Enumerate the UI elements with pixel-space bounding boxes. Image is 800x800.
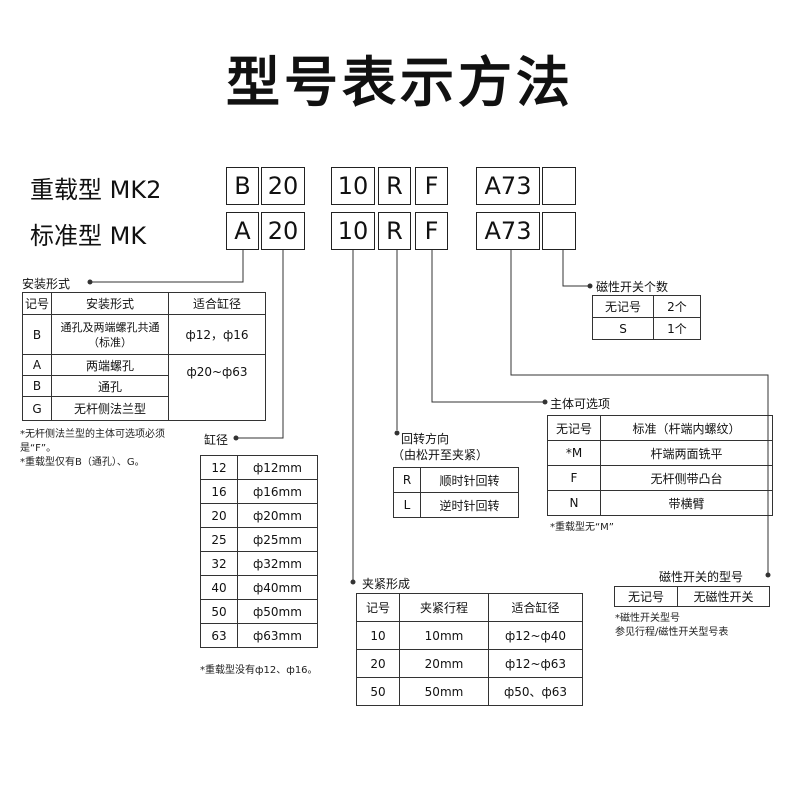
code-box-mount: B [226,167,259,205]
table-cell: 20 [356,649,400,678]
table-cell: 10 [356,621,400,650]
table-cell: 50 [200,599,238,624]
code-box-mount: A [226,212,259,250]
code-box-switch-model: A73 [476,212,540,250]
table-cell: 无记号 [614,586,678,607]
table-cell: 杆端两面铣平 [600,440,773,466]
table-cell: 20mm [399,649,489,678]
table-cell: 12 [200,455,238,480]
table-cell: ф12mm [237,455,318,480]
table-cell: 通孔 [51,375,169,397]
code-box-switch-model: A73 [476,167,540,205]
table-cell: A [22,354,52,376]
table-cell: 无记号 [547,415,601,441]
clamp-col-code: 记号 [356,593,400,622]
code-box-switch-count [542,167,576,205]
table-cell: L [393,492,421,518]
table-cell: 无杆侧法兰型 [51,396,169,421]
table-cell: 2个 [653,295,701,318]
table-cell: 1个 [653,317,701,340]
table-cell: 两端螺孔 [51,354,169,376]
clamp-heading: 夹紧形成 [362,577,411,591]
table-cell: ф20mm [237,503,318,528]
table-cell: 63 [200,623,238,648]
code-box-stroke: 10 [331,167,375,205]
table-cell: B [22,314,52,355]
table-cell: R [393,467,421,493]
code-box-stroke: 10 [331,212,375,250]
code-box-rotation: R [378,167,411,205]
table-cell: 20 [200,503,238,528]
rotation-heading: 回转方向 [401,432,450,446]
table-cell: B [22,375,52,397]
switch-count-heading: 磁性开关个数 [596,280,669,294]
table-cell: 50mm [399,677,489,706]
table-cell: S [592,317,654,340]
page-title: 型号表示方法 [226,51,574,114]
table-cell: ф50、ф63 [488,677,583,706]
table-cell: N [547,490,601,516]
table-cell: ф63mm [237,623,318,648]
table-cell: 10mm [399,621,489,650]
table-cell: ф12~ф63 [488,649,583,678]
switch-model-heading: 磁性开关的型号 [659,570,744,584]
table-cell: ф16mm [237,479,318,504]
code-box-rotation: R [378,212,411,250]
code-box-option: F [415,212,448,250]
clamp-col-bore: 适合缸径 [488,593,583,622]
table-cell: 32 [200,551,238,576]
mount-heading: 安装形式 [22,277,71,291]
table-cell: ф50mm [237,599,318,624]
table-cell: G [22,396,52,421]
table-cell: 标准（杆端内螺纹） [600,415,773,441]
option-heading: 主体可选项 [550,397,611,411]
mount-table: 记号 安装形式 适合缸径 B 通孔及两端螺孔共通（标准） ф12，ф16 A 两… [22,292,266,421]
table-cell: 逆时针回转 [420,492,519,518]
model-label-standard: 标准型 MK [30,222,147,250]
rotation-subheading: （由松开至夹紧） [392,448,489,462]
table-cell: 通孔及两端螺孔共通（标准） [51,314,169,355]
table-cell: ф40mm [237,575,318,600]
table-cell: 无杆侧带凸台 [600,465,773,491]
code-box-option: F [415,167,448,205]
switch-model-table: 无记号无磁性开关 [614,586,770,607]
table-cell: F [547,465,601,491]
mount-col-bore: 适合缸径 [168,292,266,315]
table-cell: 无记号 [592,295,654,318]
code-box-bore: 20 [261,167,305,205]
bore-note: *重载型没有ф12、ф16。 [200,665,318,676]
table-cell: 16 [200,479,238,504]
code-box-switch-count [542,212,576,250]
code-box-bore: 20 [261,212,305,250]
table-cell: ф12~ф40 [488,621,583,650]
switch-model-note: *磁性开关型号 参见行程/磁性开关型号表 [615,613,729,638]
table-cell: *M [547,440,601,466]
table-cell: 50 [356,677,400,706]
bore-heading: 缸径 [204,433,229,447]
option-note: *重载型无“M” [550,522,614,533]
mount-col-code: 记号 [22,292,52,315]
table-cell: ф25mm [237,527,318,552]
table-cell: ф32mm [237,551,318,576]
table-cell: 25 [200,527,238,552]
table-cell: ф20~ф63 [168,354,266,421]
mount-col-name: 安装形式 [51,292,169,315]
table-cell: 带横臂 [600,490,773,516]
model-label-heavy: 重载型 MK2 [30,176,162,204]
mount-note: *无杆侧法兰型的主体可选项必须是“F”。 *重载型仅有B（通孔）、G。 [20,429,165,468]
table-cell: ф12，ф16 [168,314,266,355]
clamp-col-stroke: 夹紧行程 [399,593,489,622]
table-cell: 顺时针回转 [420,467,519,493]
table-cell: 无磁性开关 [677,586,770,607]
table-cell: 40 [200,575,238,600]
